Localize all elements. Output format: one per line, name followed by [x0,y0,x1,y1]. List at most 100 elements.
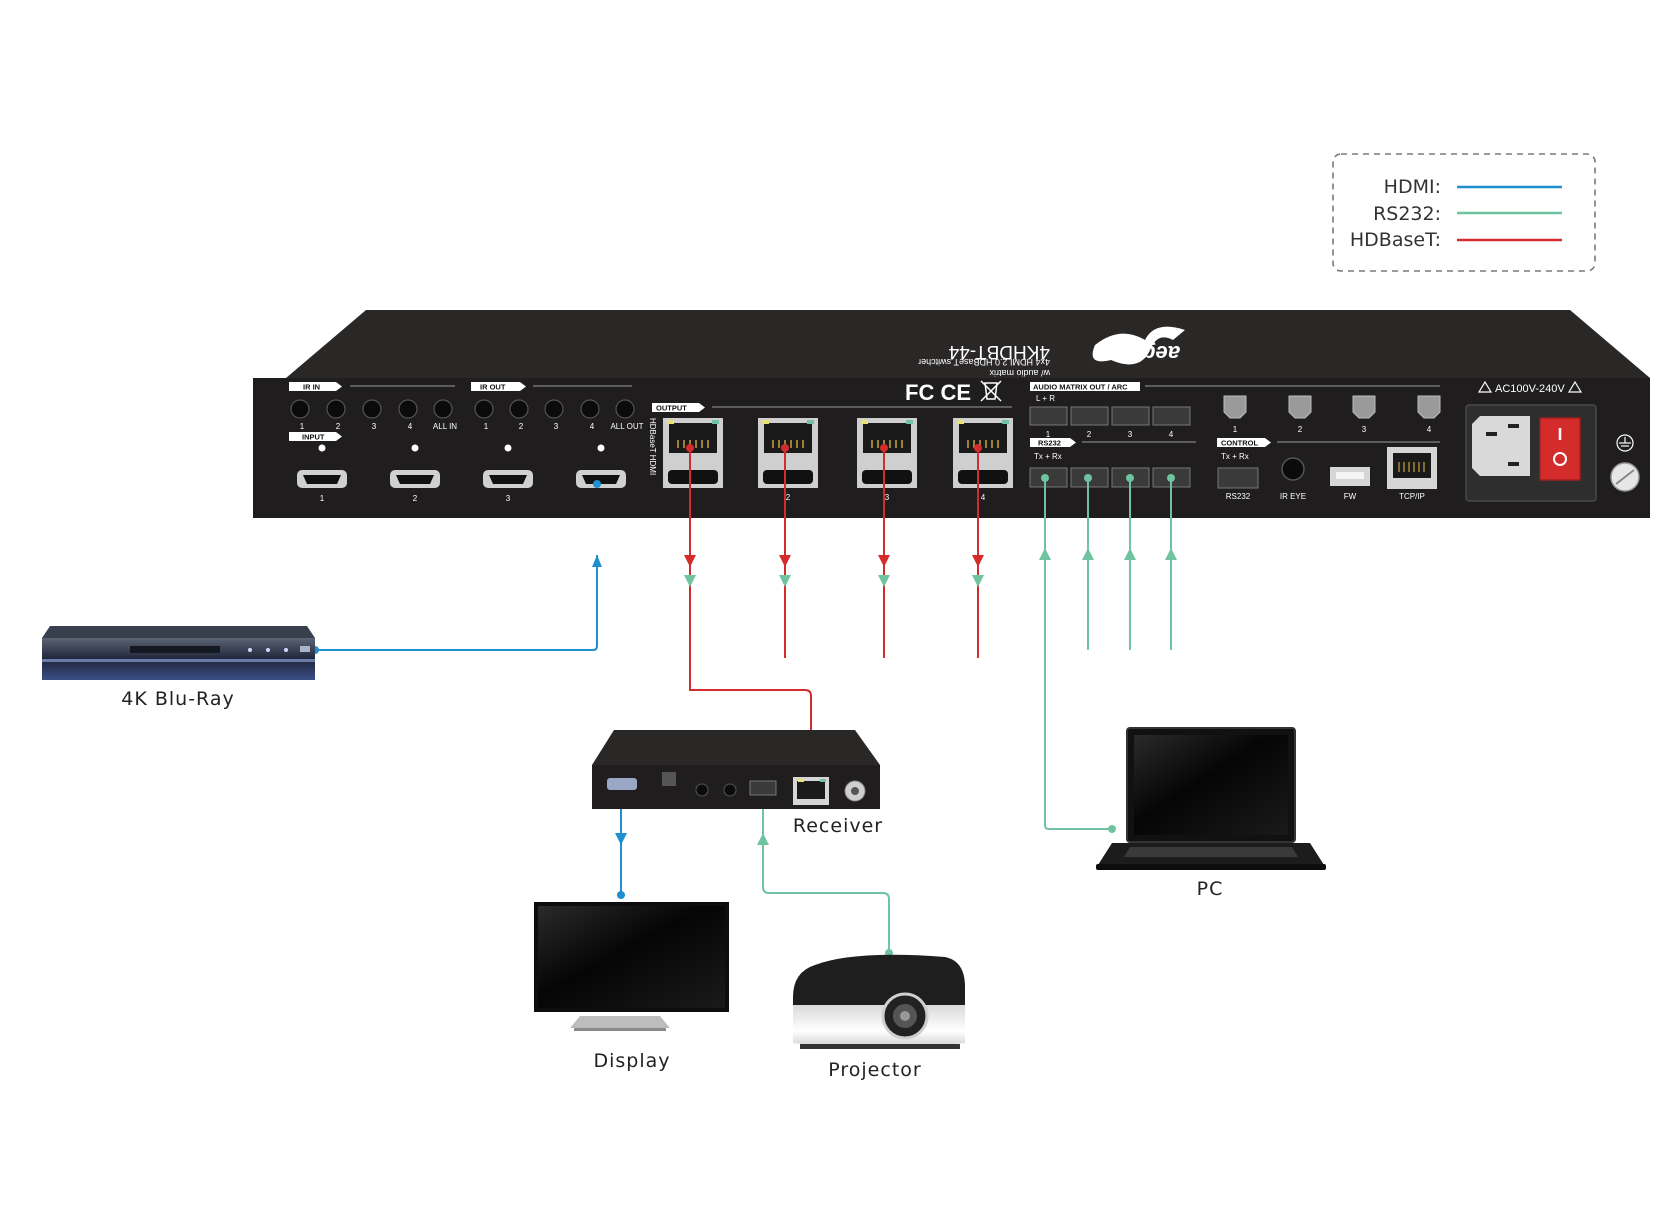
ir-in-jack [362,399,382,419]
weee-bin-icon [980,380,1002,402]
bluray-label: 4K Blu-Ray [121,688,234,710]
legend-label-rs232: RS232: [1373,203,1441,225]
optical-port-labels: 1 2 3 4 [1233,425,1432,434]
audio-terminal-labels: 1 2 3 4 [1046,430,1174,439]
hdmi-input-port [297,470,347,488]
legend: HDMI: RS232: HDBaseT: [1332,153,1596,272]
svg-text:L + R: L + R [1036,394,1055,403]
hdbaset-hdmi-label: HDBaseT HDMI [648,418,657,475]
input-tag: INPUT [289,432,342,442]
receiver-rs232-terminal [749,780,777,796]
output-1-to-receiver-cable [689,448,812,794]
power-rating-label: AC100V-240V [1495,383,1565,395]
pc-to-rs232-1-cable [1044,478,1112,830]
tcpip-port [1387,447,1437,489]
legend-label-hdbaset: HDBaseT: [1350,229,1441,251]
hdbaset-arrows [684,444,984,567]
projector-device [793,954,965,1049]
svg-text:2: 2 [1087,430,1092,439]
svg-text:Tx + Rx: Tx + Rx [1221,452,1249,461]
power-inlet [1465,404,1597,502]
usb-fw-port [1330,467,1370,486]
svg-text:IR OUT: IR OUT [480,383,506,392]
output-port-2 [758,418,818,488]
ir-out-jack [615,399,635,419]
ir-out-jack [580,399,600,419]
ir-jack-labels: 1 2 3 4 ALL IN 1 2 3 4 ALL OUT [300,422,644,431]
receiver-to-projector-cable [762,790,890,953]
svg-text:2: 2 [519,422,524,431]
ir-jacks [290,399,635,419]
power-switch [1539,417,1581,481]
matrix-top-face [286,310,1650,378]
control-rs232-terminal [1217,467,1259,489]
svg-text:4: 4 [1169,430,1174,439]
hdmi-inputs: 1 2 3 [297,470,626,503]
svg-text:AUDIO MATRIX OUT / ARC: AUDIO MATRIX OUT / ARC [1033,383,1128,392]
optical-audio-ports [1223,395,1441,419]
control-labels: RS232 IR EYE FW TCP/IP [1226,492,1425,501]
svg-text:FW: FW [1344,492,1357,501]
svg-text:3: 3 [372,422,377,431]
svg-text:RS232: RS232 [1226,492,1251,501]
ir-eye-port [1281,457,1305,481]
rs232-arrows [757,474,1177,957]
receiver-label: Receiver [793,815,883,837]
svg-text:1: 1 [300,422,305,431]
projector-label: Projector [828,1059,921,1081]
svg-text:ALL OUT: ALL OUT [610,422,643,431]
warning-triangle-icon [1477,380,1493,393]
ir-in-jack [433,399,453,419]
svg-text:4: 4 [1427,425,1432,434]
svg-text:3: 3 [1128,430,1133,439]
svg-text:Tx + Rx: Tx + Rx [1034,452,1062,461]
svg-text:1: 1 [484,422,489,431]
warning-triangle-icon [1567,380,1583,393]
svg-text:1: 1 [320,494,325,503]
hdbaset-rx-markers [684,575,984,587]
ir-out-jack [544,399,564,419]
ground-icon [1616,434,1634,452]
ir-in-jack [290,399,310,419]
ir-out-tag: IR OUT [471,382,632,392]
aegis-logo-icon [1092,326,1185,365]
svg-text:ALL IN: ALL IN [433,422,457,431]
ir-out-jack [509,399,529,419]
legend-label-hdmi: HDMI: [1384,176,1441,198]
svg-text:2: 2 [336,422,341,431]
certification-marks: FC CE [905,380,971,405]
hdmi-cables [315,555,622,895]
svg-text:RS232: RS232 [1038,439,1061,448]
svg-text:3: 3 [885,493,890,502]
matrix-branding: aegis 4KHDBT-44 4x4 HDMI 2.0 HDBaseT swi… [918,341,1180,378]
output-port-3 [857,418,917,488]
hdmi-input-port [576,470,626,488]
svg-text:1: 1 [1233,425,1238,434]
svg-text:IR EYE: IR EYE [1280,492,1306,501]
svg-text:2: 2 [786,493,791,502]
pc-label: PC [1197,878,1224,900]
audio-matrix-tag: AUDIO MATRIX OUT / ARC L + R [1030,382,1440,403]
receiver-hdmi-port [607,778,637,790]
matrix-model: 4KHDBT-44 [948,341,1050,362]
svg-text:TCP/IP: TCP/IP [1399,492,1425,501]
rs232-cables [762,478,1172,953]
matrix-switcher: aegis 4KHDBT-44 4x4 HDMI 2.0 HDBaseT swi… [253,310,1650,518]
audio-terminals [1029,406,1191,426]
legend-box [1332,153,1596,272]
ir-out-jack [474,399,494,419]
hdmi-input-port [390,470,440,488]
svg-text:INPUT: INPUT [302,433,325,442]
matrix-subtitle-2: w/ audio matrix [989,368,1051,378]
control-tag: CONTROL Tx + Rx [1217,438,1440,461]
iec-socket [1472,416,1530,476]
svg-text:IR IN: IR IN [303,383,320,392]
svg-text:2: 2 [1298,425,1303,434]
input-leds [318,444,605,452]
svg-text:4: 4 [408,422,413,431]
pc-laptop [1096,727,1326,870]
svg-text:2: 2 [413,494,418,503]
svg-text:3: 3 [554,422,559,431]
rs232-tag: RS232 Tx + Rx [1030,438,1196,461]
